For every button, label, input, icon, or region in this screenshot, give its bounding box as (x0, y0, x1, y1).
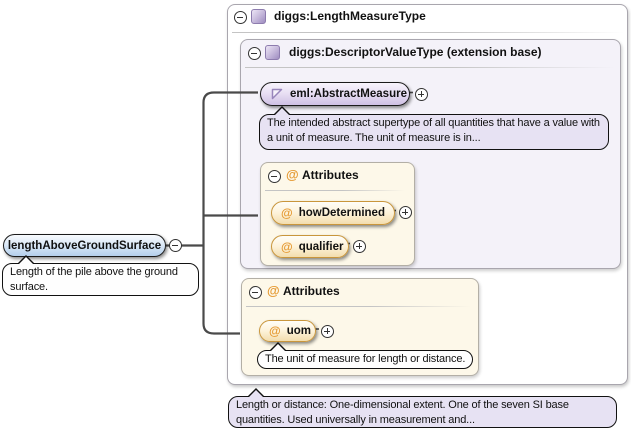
at-icon: @ (281, 239, 293, 254)
tooltip-tail (247, 388, 267, 398)
base-type-box-descriptorvaluetype: diggs:DescriptorValueType (extension bas… (240, 39, 621, 269)
attribute-label: howDetermined (298, 207, 385, 219)
attributes-group-base: @ Attributes @ howDetermined @ qualifier (260, 162, 415, 266)
derived-type-icon (271, 88, 283, 100)
tooltip-tail (17, 255, 37, 265)
abstractmeasure-tooltip: The intended abstract supertype of all q… (259, 106, 609, 150)
expand-icon-abstractmeasure[interactable] (415, 88, 428, 101)
attribute-badge-qualifier[interactable]: @ qualifier (271, 235, 349, 258)
divider (265, 190, 405, 191)
lengthmeasuretype-tooltip-text: Length or distance: One-dimensional exte… (236, 399, 569, 426)
attribute-badge-uom[interactable]: @ uom (259, 320, 316, 342)
tooltip-tail (269, 342, 289, 352)
expand-icon-qualifier[interactable] (353, 240, 366, 253)
base-type-title: diggs:DescriptorValueType (extension bas… (289, 45, 542, 59)
expand-icon-howdetermined[interactable] (399, 206, 412, 219)
expand-icon-uom[interactable] (321, 325, 334, 338)
collapse-icon-attributes[interactable] (268, 170, 281, 183)
attribute-at-icon: @ (286, 167, 299, 182)
tooltip-tail (273, 106, 293, 116)
element-tooltip: Length of the pile above the ground surf… (2, 255, 199, 296)
collapse-icon-attributes[interactable] (249, 286, 262, 299)
lengthmeasuretype-tooltip: Length or distance: One-dimensional exte… (228, 388, 617, 428)
attributes-title: Attributes (283, 284, 340, 298)
element-ref-label: eml:AbstractMeasure (290, 88, 407, 100)
complex-type-icon (251, 9, 266, 24)
divider (232, 32, 624, 33)
attribute-at-icon: @ (267, 283, 280, 298)
at-icon: @ (281, 206, 293, 220)
attribute-label: qualifier (298, 240, 344, 253)
element-ref-badge-abstractmeasure[interactable]: eml:AbstractMeasure (260, 82, 410, 106)
divider (246, 306, 471, 307)
attribute-badge-howdetermined[interactable]: @ howDetermined (271, 201, 395, 225)
divider (245, 67, 615, 68)
element-tooltip-text: Length of the pile above the ground surf… (10, 266, 178, 293)
collapse-icon-lengthmeasuretype[interactable] (234, 11, 247, 24)
type-title: diggs:LengthMeasureType (274, 9, 426, 23)
complex-type-icon (265, 45, 280, 60)
at-icon: @ (269, 324, 281, 338)
attributes-group-own: @ Attributes @ uom The unit of measure f… (241, 278, 479, 376)
attributes-title: Attributes (302, 168, 359, 182)
type-box-lengthmeasuretype: diggs:LengthMeasureType diggs:Descriptor… (227, 4, 628, 385)
collapse-icon-element[interactable] (169, 239, 182, 252)
element-badge-lengthabovegroundsurface[interactable]: lengthAboveGroundSurface (3, 234, 166, 257)
uom-tooltip-text: The unit of measure for length or distan… (265, 353, 466, 365)
uom-tooltip: The unit of measure for length or distan… (257, 342, 474, 369)
collapse-icon-descriptorvaluetype[interactable] (248, 47, 261, 60)
element-label: lengthAboveGroundSurface (7, 239, 162, 252)
abstractmeasure-tooltip-text: The intended abstract supertype of all q… (267, 117, 600, 144)
attribute-label: uom (286, 325, 311, 337)
